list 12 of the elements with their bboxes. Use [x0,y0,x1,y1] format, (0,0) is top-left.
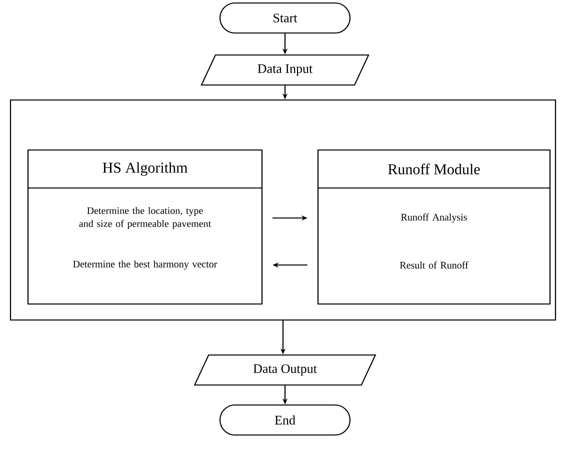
module-body-box [317,187,551,305]
module-text: Result of Runoff [400,261,468,269]
module-text: Determine the location, type and size of permeable pavement [79,206,212,230]
module-header-box: Runoff Module [317,149,551,189]
data-parallelogram: Data Input [200,54,370,86]
module-header-box: HS Algorithm [27,149,263,189]
module-text: Runoff Analysis [401,213,467,223]
terminal-box: Start [219,2,351,34]
module-text: Determine the best harmony vector [73,260,218,270]
module-body-box [27,187,263,305]
terminal-box: End [219,404,351,436]
group-frame [10,99,556,321]
